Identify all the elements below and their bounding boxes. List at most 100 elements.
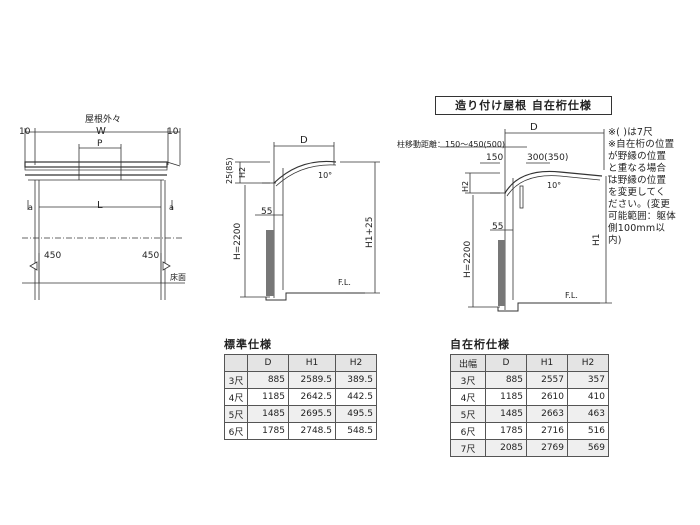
table-cell: 5尺 <box>224 405 248 423</box>
table-cell: 442.5 <box>335 388 377 406</box>
table-cell: 516 <box>567 422 609 440</box>
label-h2-range-std: 25(85) <box>225 157 234 184</box>
note-line: ※自在桁の位置 <box>608 139 675 150</box>
side-view-standard <box>235 142 380 301</box>
table-cell: 2642.5 <box>288 388 336 406</box>
label-h2-std: H2 <box>238 167 247 178</box>
table-cell: 1185 <box>485 388 527 406</box>
table-header-cell: D <box>247 354 289 372</box>
table-header-cell: 出幅 <box>450 354 486 372</box>
free-beam-spec-title: 自在桁仕様 <box>450 338 510 351</box>
table-cell: 2716 <box>526 422 568 440</box>
table-cell: 2663 <box>526 405 568 423</box>
table-cell: 495.5 <box>335 405 377 423</box>
table-cell: 2748.5 <box>288 422 336 440</box>
table-cell: 3尺 <box>450 371 486 389</box>
label-10deg-std: 10° <box>318 171 332 180</box>
label-fl-std: F.L. <box>338 278 351 287</box>
table-cell: 2589.5 <box>288 371 336 389</box>
table-header-cell: H2 <box>567 354 609 372</box>
label-fl-free: F.L. <box>565 291 578 300</box>
table-cell: 410 <box>567 388 609 406</box>
table-cell: 2695.5 <box>288 405 336 423</box>
label-10-left: 10 <box>19 127 31 137</box>
table-cell: 3尺 <box>224 371 248 389</box>
label-450-right: 450 <box>142 251 159 261</box>
table-cell: 569 <box>567 439 609 457</box>
label-beam-range: 柱移動距離：150～450(500) <box>397 139 505 149</box>
label-10-right: 10 <box>167 127 179 137</box>
table-cell: 1785 <box>247 422 289 440</box>
note-line: 側100mm以 <box>608 223 666 234</box>
table-cell: 6尺 <box>450 422 486 440</box>
table-cell: 2610 <box>526 388 568 406</box>
label-h1-std: H1+25 <box>365 217 375 249</box>
note-line: ※( )は7尺 <box>608 127 653 138</box>
table-cell: 2769 <box>526 439 568 457</box>
table-header-cell: D <box>485 354 527 372</box>
label-d-std: D <box>300 135 308 146</box>
note-line: を変更してく <box>608 187 666 198</box>
note: ※( )は7尺 ※自在桁の位置 が野縁の位置 と重なる場合 は野縁の位置 を変更… <box>608 127 690 247</box>
label-h2200-std: H=2200 <box>233 223 243 260</box>
label-h2200-free: H=2200 <box>463 241 473 278</box>
table-cell: 357 <box>567 371 609 389</box>
table-header-row: 出幅 D H1 H2 <box>450 354 609 372</box>
label-floor: 床面 <box>170 272 186 282</box>
table-header-cell: H2 <box>335 354 377 372</box>
table-cell: 6尺 <box>224 422 248 440</box>
front-view <box>22 128 185 300</box>
table-cell: 7尺 <box>450 439 486 457</box>
table-cell: 4尺 <box>224 388 248 406</box>
note-line: は野縁の位置 <box>608 175 667 186</box>
table-cell: 463 <box>567 405 609 423</box>
label-55-std: 55 <box>261 207 272 217</box>
label-10deg-free: 10° <box>547 181 561 190</box>
table-cell: 1485 <box>485 405 527 423</box>
table-cell: 2557 <box>526 371 568 389</box>
side-view-free-beam <box>440 129 612 312</box>
note-line: 可能範囲：躯体 <box>608 211 676 222</box>
label-h1-free: H1 <box>592 234 602 247</box>
label-p: P <box>97 139 103 149</box>
table-cell: 4尺 <box>450 388 486 406</box>
standard-spec-title: 標準仕様 <box>224 338 272 351</box>
table-cell: 548.5 <box>335 422 377 440</box>
title-box: 造り付け屋根 自在桁仕様 <box>435 96 612 115</box>
table-cell: 885 <box>247 371 289 389</box>
label-a-right: a <box>169 203 174 212</box>
note-line: ださい。(変更 <box>608 199 671 210</box>
table-cell: 389.5 <box>335 371 377 389</box>
table-cell: 885 <box>485 371 527 389</box>
label-d-free: D <box>530 122 538 133</box>
label-h2-free: H2 <box>461 181 470 192</box>
table-cell: 1785 <box>485 422 527 440</box>
table-cell: 2085 <box>485 439 527 457</box>
label-roof-outer: 屋根外々 <box>85 113 121 125</box>
label-450-left: 450 <box>44 251 61 261</box>
table-header-cell: H1 <box>288 354 336 372</box>
table-header-cell: H1 <box>526 354 568 372</box>
note-line: が野縁の位置 <box>608 151 667 162</box>
table-cell: 5尺 <box>450 405 486 423</box>
label-55-free: 55 <box>492 222 503 232</box>
label-a-left: a <box>28 203 33 212</box>
table-header-cell <box>224 354 248 372</box>
label-w: W <box>96 126 106 137</box>
note-line: と重なる場合 <box>608 163 667 174</box>
table-cell: 1185 <box>247 388 289 406</box>
table-cell: 1485 <box>247 405 289 423</box>
label-150: 150 <box>486 153 503 163</box>
table-header-row: D H1 H2 <box>224 354 377 372</box>
label-l: L <box>97 200 103 211</box>
